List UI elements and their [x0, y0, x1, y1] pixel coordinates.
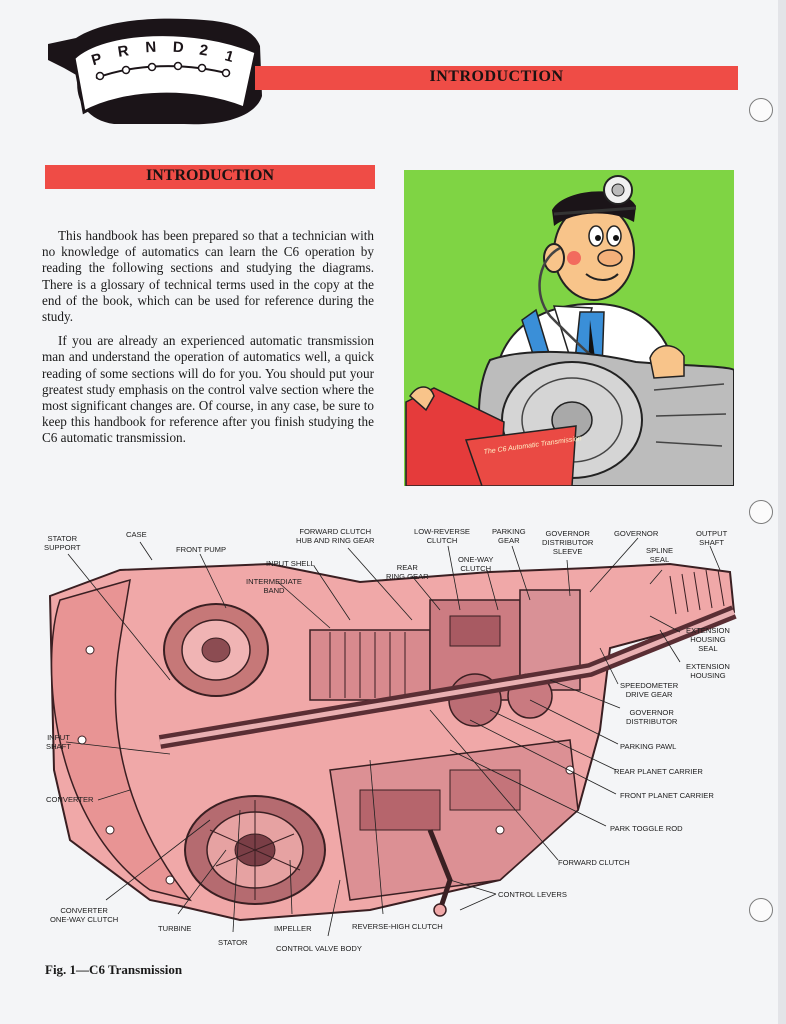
label-stator: STATOR — [218, 938, 248, 947]
label-parking-gear: PARKING GEAR — [492, 527, 526, 545]
label-rear-ring-gear: REAR RING GEAR — [386, 563, 429, 581]
label-control-valve-body: CONTROL VALVE BODY — [276, 944, 362, 953]
shift-letter: 2 — [198, 42, 209, 60]
paragraph: This handbook has been prepared so that … — [42, 228, 374, 325]
label-case: CASE — [126, 530, 147, 539]
figure-caption: Fig. 1—C6 Transmission — [45, 962, 183, 977]
label-input-shell: INPUT SHELL — [266, 559, 315, 568]
label-output-shaft: OUTPUT SHAFT — [696, 529, 728, 547]
label-rear-planet-carrier: REAR PLANET CARRIER — [614, 767, 703, 776]
label-governor-distributor-sleeve: GOVERNOR DISTRIBUTOR SLEEVE — [542, 529, 594, 556]
label-converter-one-way-clutch: CONVERTER ONE-WAY CLUTCH — [50, 906, 119, 924]
punch-hole — [749, 500, 773, 524]
label-extension-housing-seal: EXTENSION HOUSING SEAL — [686, 626, 730, 653]
shift-quadrant-logo: P R N D 2 1 — [48, 18, 262, 125]
label-control-levers: CONTROL LEVERS — [498, 890, 567, 899]
label-one-way-clutch: ONE-WAY CLUTCH — [458, 555, 494, 573]
section-title: INTRODUCTION — [145, 167, 274, 184]
shift-letter: D — [172, 39, 184, 57]
label-reverse-high-clutch: REVERSE-HIGH CLUTCH — [352, 922, 443, 931]
page-edge — [778, 0, 786, 1024]
label-extension-housing: EXTENSION HOUSING — [686, 662, 730, 680]
label-low-reverse-clutch: LOW-REVERSE CLUTCH — [414, 527, 470, 545]
punch-hole — [749, 898, 773, 922]
label-governor: GOVERNOR — [614, 529, 659, 538]
shift-letter: R — [117, 42, 131, 61]
intro-text: This handbook has been prepared so that … — [42, 228, 374, 455]
label-speedometer-drive-gear: SPEEDOMETER DRIVE GEAR — [620, 681, 679, 699]
label-spline-seal: SPLINE SEAL — [646, 546, 674, 564]
label-impeller: IMPELLER — [274, 924, 312, 933]
label-governor-distributor: GOVERNOR DISTRIBUTOR — [626, 708, 678, 726]
cartoon-doctor-illustration: The C6 Automatic Transmission — [404, 170, 734, 486]
label-turbine: TURBINE — [158, 924, 192, 933]
label-parking-pawl: PARKING PAWL — [620, 742, 677, 751]
header-bar: INTRODUCTION — [255, 66, 738, 90]
header-title: INTRODUCTION — [429, 68, 564, 85]
label-front-planet-carrier: FRONT PLANET CARRIER — [620, 791, 714, 800]
label-park-toggle-rod: PARK TOGGLE ROD — [610, 824, 683, 833]
paragraph: If you are already an experienced automa… — [42, 333, 374, 446]
label-intermediate-band: INTERMEDIATE BAND — [246, 577, 302, 595]
punch-hole — [749, 98, 773, 122]
label-front-pump: FRONT PUMP — [176, 545, 227, 554]
section-bar: INTRODUCTION — [45, 165, 375, 189]
label-stator-support: STATOR SUPPORT — [44, 534, 81, 552]
label-forward-clutch: FORWARD CLUTCH — [558, 858, 630, 867]
label-forward-clutch-hub: FORWARD CLUTCH HUB AND RING GEAR — [296, 527, 375, 545]
label-converter: CONVERTER — [46, 795, 94, 804]
shift-letter: N — [145, 39, 157, 57]
shift-letter: P — [90, 50, 104, 69]
transmission-cutaway-diagram — [48, 537, 737, 937]
label-input-shaft: INPUT SHAFT — [46, 733, 71, 751]
